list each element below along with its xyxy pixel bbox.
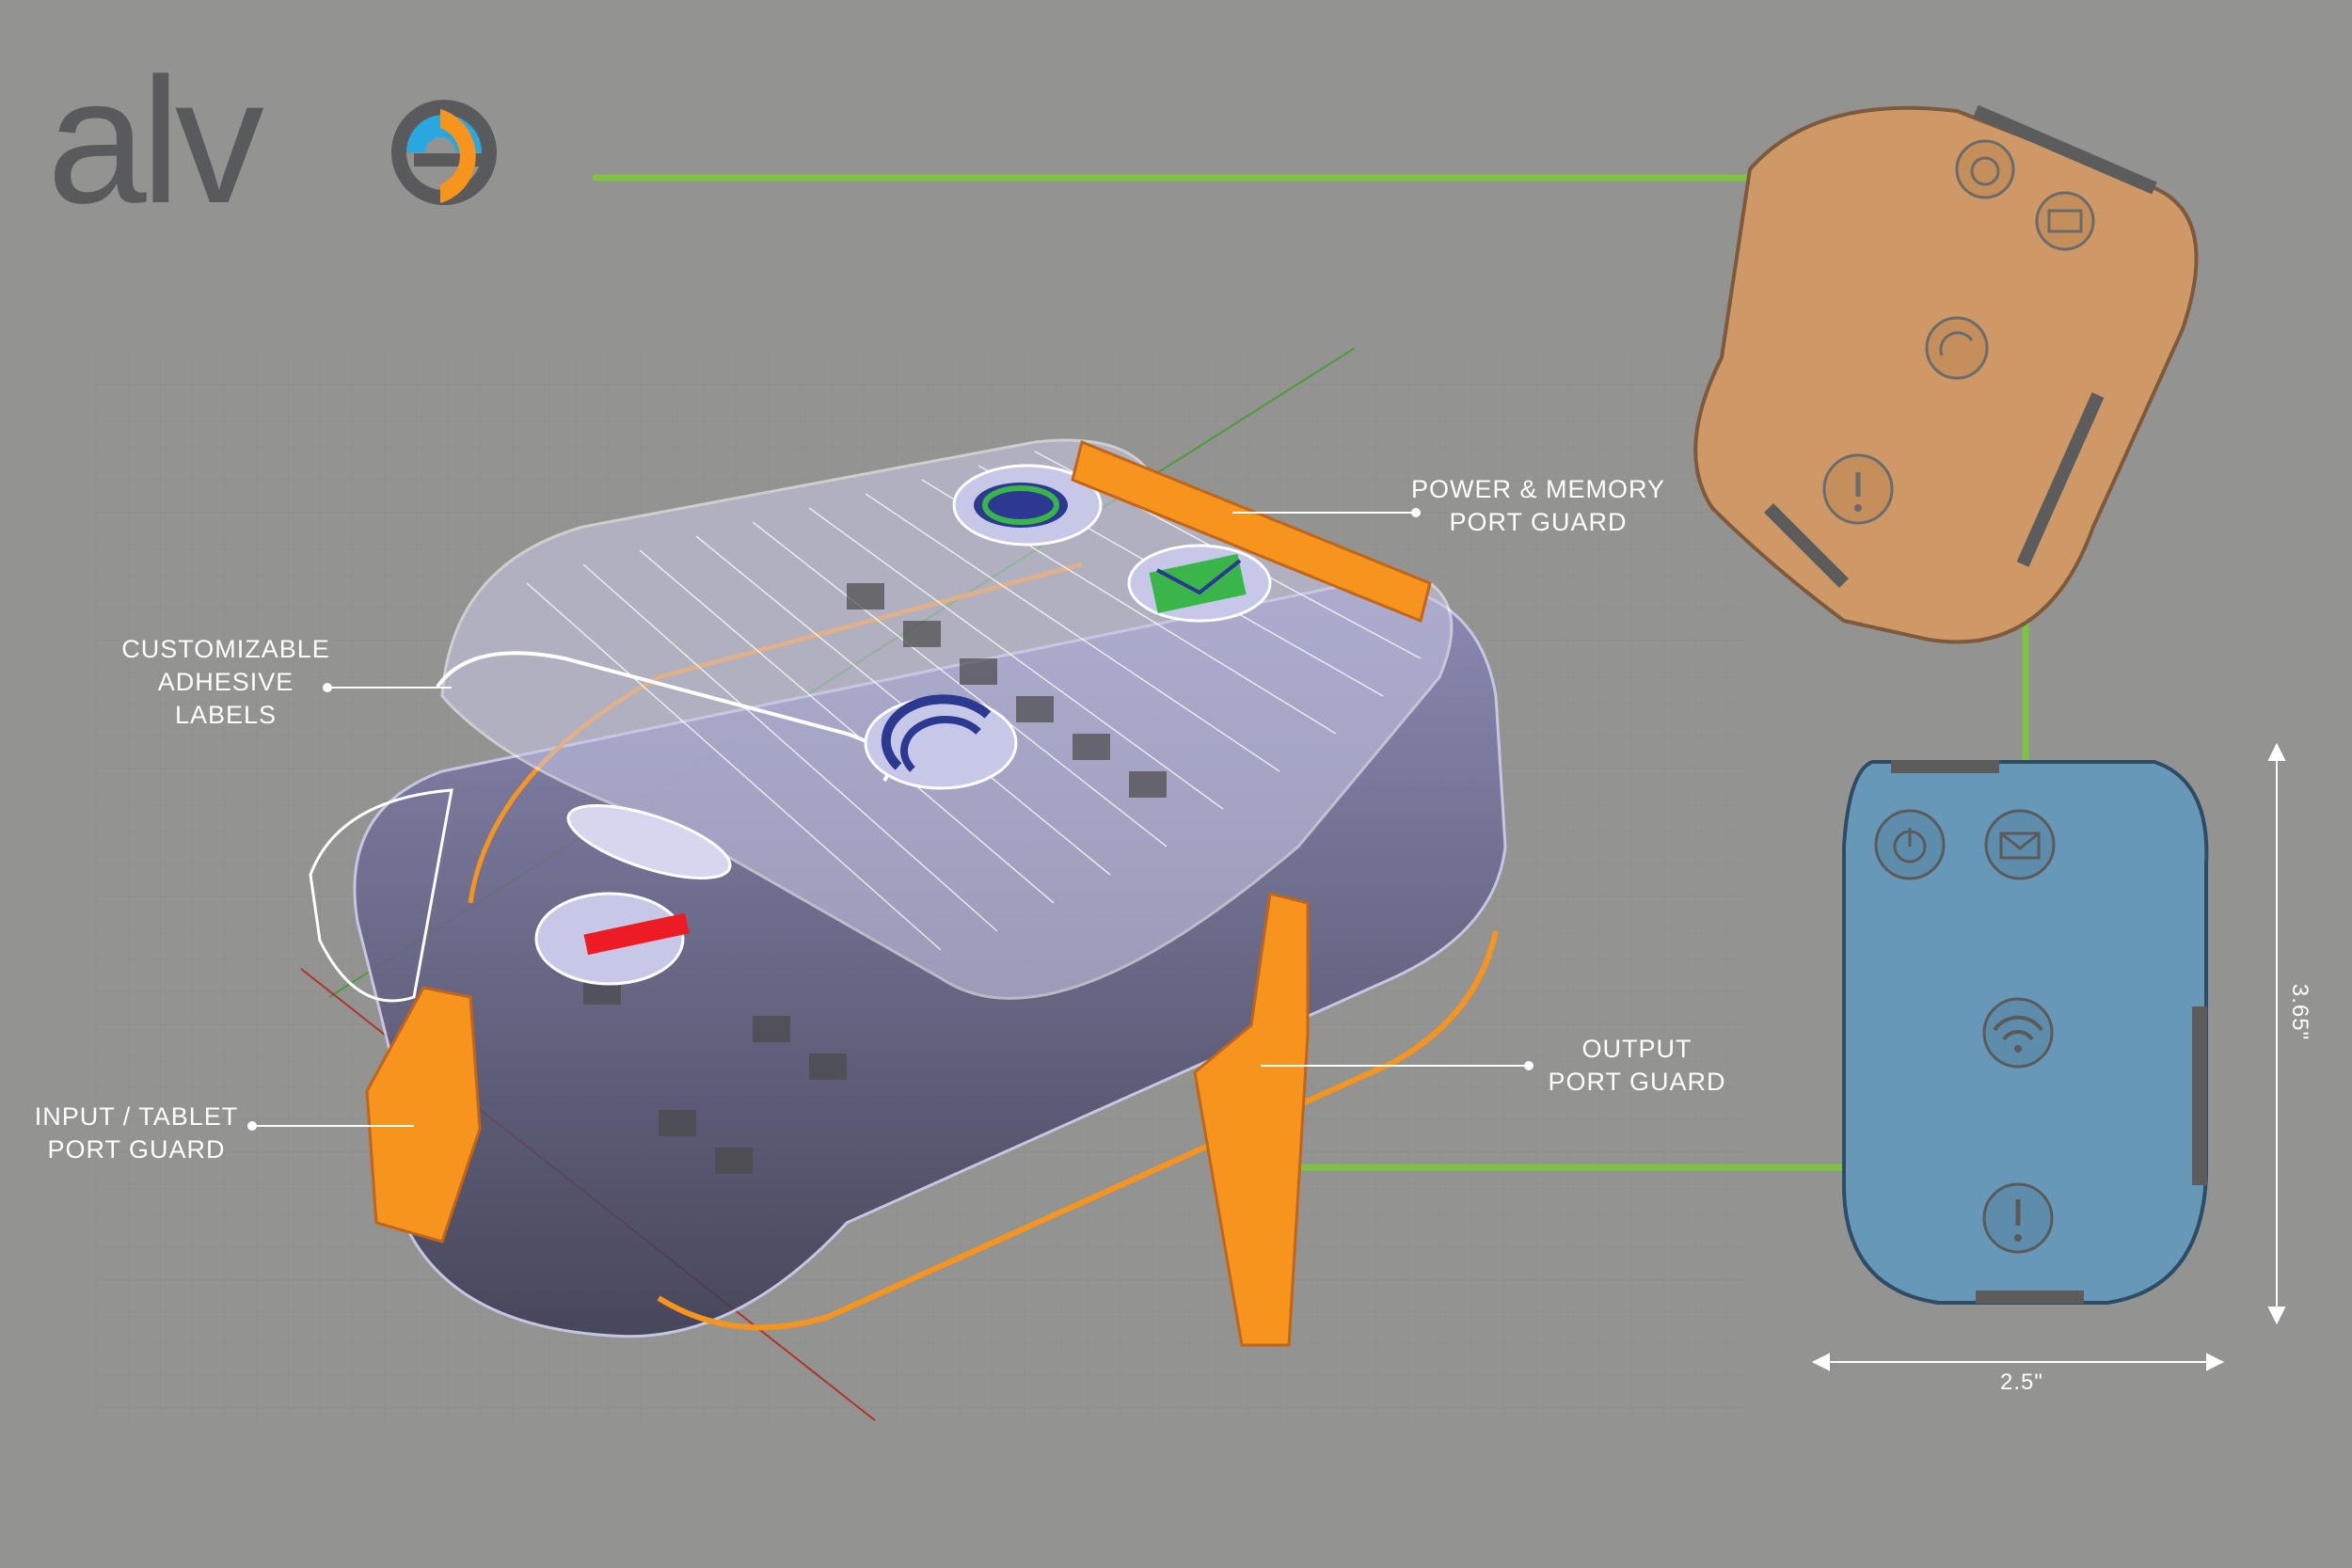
blue-device-view: [1842, 760, 2209, 1305]
wireframe-ribs: [526, 451, 1422, 951]
green-label: [952, 464, 1103, 546]
power-memory-callout: POWER & MEMORY PORT GUARD: [1410, 475, 1666, 536]
width-dimension-label: 2.5": [2000, 1370, 2043, 1395]
mail-label: [1127, 544, 1272, 623]
input-port-guard: [365, 986, 482, 1243]
wifi-icon: [1982, 997, 2054, 1069]
wifi-icon: [1925, 316, 1989, 380]
label-slot-pill: [566, 803, 732, 880]
height-dimension-label: 3.65": [2287, 983, 2313, 1041]
alveo-logo: alv: [47, 41, 497, 241]
alert-icon: [1822, 453, 1894, 525]
output-port-guard: [1193, 892, 1310, 1347]
wireframe-device: [309, 438, 1507, 1347]
output-port-guard-callout: OUTPUT PORT GUARD: [1548, 1035, 1726, 1096]
device-left-wireframe: [309, 788, 453, 1003]
power-icon: [1955, 139, 2015, 199]
orange-device-view: [1693, 104, 2199, 644]
dimension-arrows: [1811, 742, 2286, 1371]
logo-wordmark: alv: [47, 41, 264, 241]
power-memory-port-guard: [1071, 439, 1432, 624]
alert-icon: [1982, 1182, 2054, 1254]
power-icon: [1874, 809, 1946, 880]
mail-icon: [1984, 809, 2056, 880]
device-base-edge: [657, 930, 1499, 1331]
alert-label: [534, 892, 690, 986]
input-port-guard-callout: INPUT / TABLET PORT GUARD: [34, 1102, 239, 1164]
wifi-label: [864, 694, 1018, 790]
mail-icon: [2035, 191, 2095, 251]
callout-leaders: [247, 508, 1534, 1131]
adhesive-labels-callout: CUSTOMIZABLE ADHESIVE LABELS: [121, 635, 330, 729]
internal-components: [583, 583, 1167, 1174]
logo-o-mark: [440, 109, 476, 203]
